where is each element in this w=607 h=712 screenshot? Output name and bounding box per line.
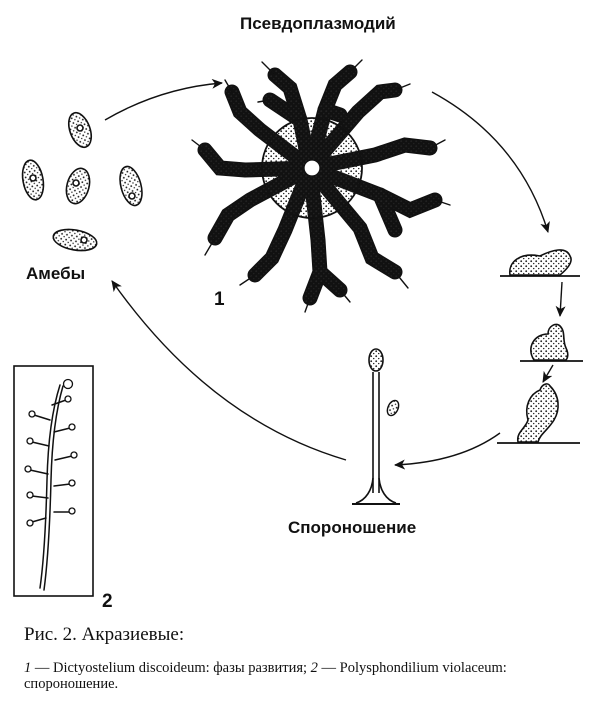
- arrow-slug-2-to-3: [542, 364, 554, 383]
- inset-panel-2: [13, 365, 94, 597]
- amoebae-label: Амебы: [26, 264, 86, 283]
- slug-stage-3: [497, 383, 580, 444]
- figure-number-2: 2: [102, 591, 113, 612]
- pseudoplasmodium-body: [191, 59, 451, 313]
- amoeba-cell: [65, 167, 91, 205]
- amoebae-cluster: [21, 111, 143, 252]
- caption-part-1: — Dictyostelium discoideum: фазы развити…: [31, 660, 311, 676]
- arrow-slug-1-to-2: [555, 281, 566, 317]
- arrow-slug-to-sporulation: [394, 432, 501, 470]
- pseudoplasmodium-label: Псевдоплазмодий: [240, 14, 396, 33]
- amoeba-cell: [119, 165, 143, 207]
- amoeba-cell: [67, 111, 93, 149]
- arrow-pseudoplasmodium-to-slug: [431, 91, 550, 233]
- fruiting-body: [352, 348, 400, 505]
- figure-number-1: 1: [214, 289, 225, 310]
- spore: [386, 399, 400, 417]
- amoeba-cell: [52, 228, 98, 252]
- slug-stage-1: [500, 249, 580, 277]
- caption-part-2: — Polysphondilium violaceum: спороношени…: [24, 660, 507, 692]
- cycle-arrows: [104, 78, 566, 470]
- amoeba-cell: [21, 159, 45, 201]
- caption-title: Рис. 2. Акразиевые:: [24, 624, 185, 645]
- arrow-sporulation-to-amoebae: [111, 280, 347, 461]
- caption-text: 1 — Dictyostelium discoideum: фазы разви…: [24, 660, 594, 692]
- caption-number-2: 2: [310, 660, 318, 676]
- sporulation-label: Спороношение: [288, 518, 417, 537]
- caption-number-1: 1: [24, 660, 32, 676]
- arrow-amoebae-to-pseudoplasmodium: [104, 78, 223, 121]
- slug-stage-2: [520, 323, 583, 362]
